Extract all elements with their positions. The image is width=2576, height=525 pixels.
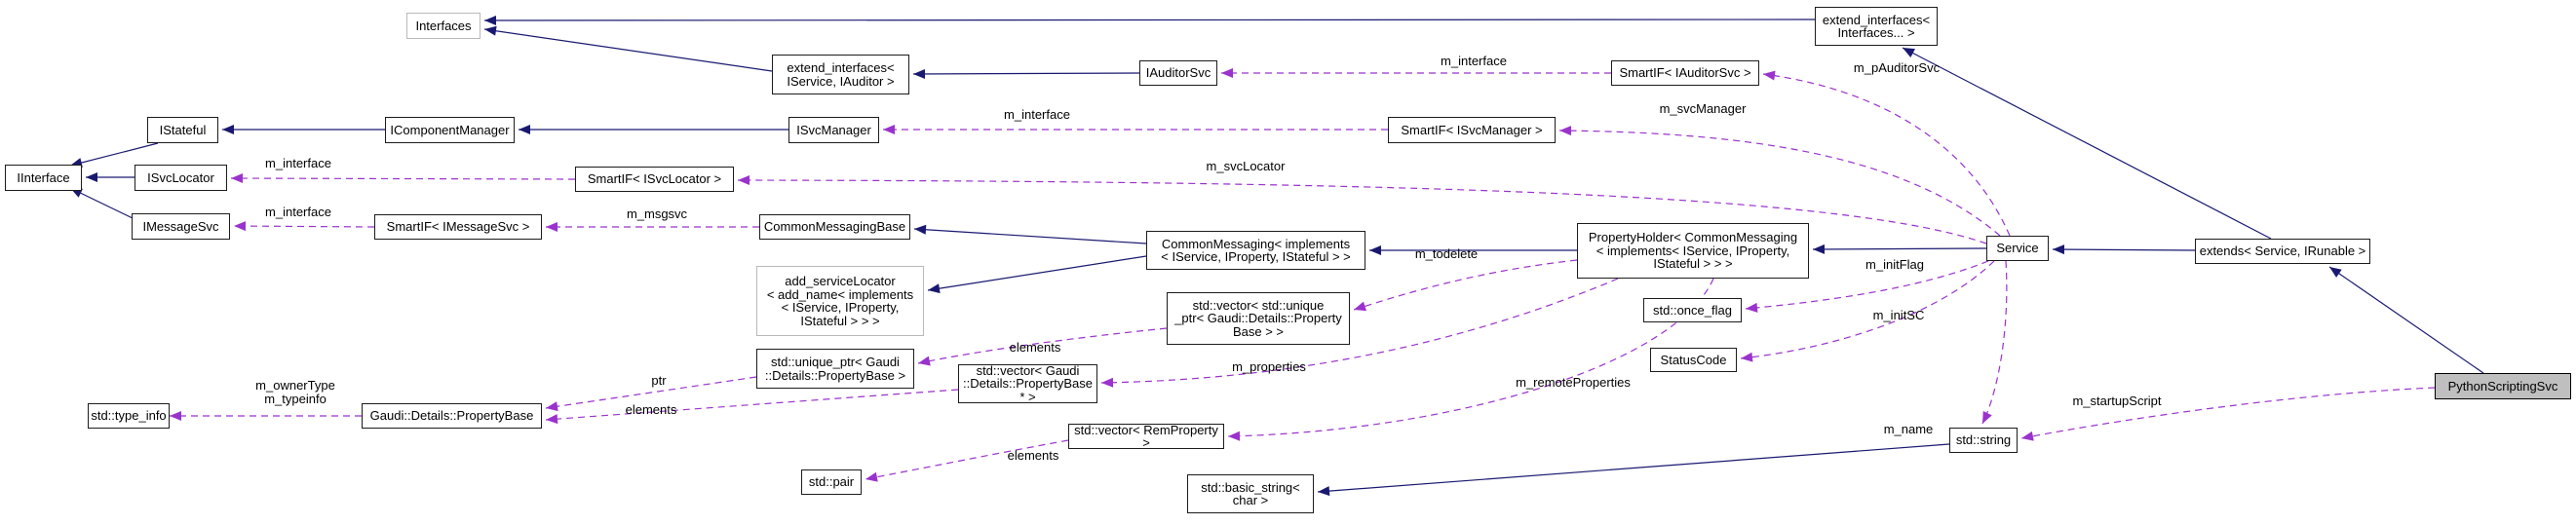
node-service[interactable]: Service [1986, 236, 2049, 261]
edge-inherit-imessagesvc-to-iinterface [69, 187, 134, 219]
node-interfaces[interactable]: Interfaces [406, 13, 481, 39]
node-isvclocator[interactable]: ISvcLocator [135, 165, 227, 191]
node-iauditorsvc[interactable]: IAuditorSvc [1139, 60, 1217, 86]
node-extend-interfaces-iservice-iauditor[interactable]: extend_interfaces< IService, IAuditor > [772, 55, 909, 94]
node-std-unique-ptr-propertybase[interactable]: std::unique_ptr< Gaudi ::Details::Proper… [756, 349, 914, 389]
node-std-type-info[interactable]: std::type_info [88, 403, 170, 429]
edge-label-m-pauditorsvc: m_pAuditorSvc [1853, 60, 1941, 75]
edge-inherit-stdstring-to-basicstring [1317, 443, 1950, 497]
edge-inherit-extifaceaud-to-interfaces [483, 25, 773, 72]
edge-label-m-todelete: m_todelete [1414, 246, 1479, 261]
edge-usage-m-todelete [1353, 259, 1578, 312]
edge-inherit-commonmsg-to-commonmsgbase [913, 224, 1147, 244]
edge-usage-m-properties [1100, 278, 1619, 388]
edge-usage-m-interface-messagesvc [233, 221, 375, 232]
edge-label-m-remoteproperties: m_remoteProperties [1516, 375, 1631, 390]
edge-inherit-extifaceifaces-to-interfaces [483, 15, 1816, 25]
node-std-string[interactable]: std::string [1949, 428, 2018, 453]
edge-label-m-interface-messagesvc: m_interface [265, 205, 331, 219]
edge-usage-m-startupscript [2020, 387, 2436, 441]
edge-label-m-interface-svclocator: m_interface [265, 156, 331, 170]
edge-label-m-msgsvc: m_msgsvc [626, 206, 688, 221]
edge-label-m-svclocator: m_svcLocator [1206, 159, 1286, 173]
edge-label-m-ownertype-m-typeinfo: m_ownerType m_typeinfo [255, 378, 335, 406]
node-iinterface[interactable]: IInterface [5, 165, 82, 191]
edge-usage-m-svcmanager [1558, 126, 2001, 237]
node-commonmessagingbase[interactable]: CommonMessagingBase [759, 214, 910, 240]
node-smartif-iauditorsvc[interactable]: SmartIF< IAuditorSvc > [1611, 60, 1759, 86]
node-smartif-isvclocator[interactable]: SmartIF< ISvcLocator > [575, 167, 734, 192]
edge-usage-m-initflag [1745, 260, 1989, 313]
node-icomponentmanager[interactable]: IComponentManager [385, 117, 515, 143]
edge-label-m-initsc: m_initSC [1872, 308, 1925, 322]
node-std-vector-unique-ptr-propertybase[interactable]: std::vector< std::unique _ptr< Gaudi::De… [1167, 292, 1350, 345]
node-istateful[interactable]: IStateful [147, 117, 218, 143]
edge-usage-m-remoteproperties [1227, 278, 1714, 441]
edge-usage-elements-vecunique-unique [917, 327, 1168, 366]
edge-label-elements-vecrem: elements [1007, 448, 1059, 463]
edge-usage-m-svclocator [737, 175, 1987, 244]
node-pythonscriptingsvc[interactable]: PythonScriptingSvc [2435, 373, 2571, 399]
edge-label-m-svcmanager: m_svcManager [1659, 101, 1747, 116]
edge-label-elements-vecptr: elements [625, 402, 677, 417]
edge-label-m-interface-auditorsvc: m_interface [1441, 54, 1507, 68]
edge-label-m-name: m_name [1883, 422, 1934, 436]
edge-inherit-commonmsg-to-addsvclocator [927, 255, 1147, 294]
edge-usage-elements-vecrem-pair [865, 439, 1069, 482]
node-propertyholder[interactable]: PropertyHolder< CommonMessaging < implem… [1577, 223, 1809, 279]
edge-inherit-pythonsvc-to-extends [2328, 266, 2484, 374]
edge-usage-m-pauditorsvc [1762, 70, 2011, 237]
node-imessagesvc[interactable]: IMessageSvc [132, 213, 230, 240]
edge-label-m-startupscript: m_startupScript [2072, 394, 2162, 408]
edge-inherit-iauditorsvc-to-extifaceaud [912, 68, 1140, 79]
node-smartif-isvcmanager[interactable]: SmartIF< ISvcManager > [1388, 117, 1556, 143]
edge-inherit-service-to-propertyholder [1812, 244, 1987, 254]
node-extends-service-irunable[interactable]: extends< Service, IRunable > [2195, 239, 2370, 264]
edge-usage-m-interface-svclocator [230, 173, 576, 184]
edge-inherit-istateful-to-iinterface [69, 142, 159, 168]
edge-usage-m-initsc [1740, 260, 1995, 362]
edge-label-m-interface-svcmanager: m_interface [1004, 107, 1070, 122]
edge-usage-elements-vecptr-propbase [545, 389, 959, 425]
node-std-vector-propertybase-ptr[interactable]: std::vector< Gaudi ::Details::PropertyBa… [958, 364, 1097, 403]
edge-label-elements-vecunique: elements [1009, 340, 1061, 355]
edge-inherit-extends-to-service [2052, 244, 2196, 255]
edge-label-m-initflag: m_initFlag [1865, 257, 1924, 272]
edge-inherit-extends-to-extifaceifaces [1902, 47, 2272, 240]
node-statuscode[interactable]: StatusCode [1650, 348, 1737, 372]
node-std-vector-remproperty[interactable]: std::vector< RemProperty > [1068, 423, 1224, 449]
edge-usage-m-name [1981, 260, 2008, 425]
node-isvcmanager[interactable]: ISvcManager [788, 117, 879, 143]
node-extend-interfaces-interfaces[interactable]: extend_interfaces< Interfaces... > [1815, 7, 1938, 46]
node-add-servicelocator[interactable]: add_serviceLocator < add_name< implement… [756, 266, 924, 336]
node-std-once-flag[interactable]: std::once_flag [1643, 298, 1742, 322]
node-commonmessaging-implements[interactable]: CommonMessaging< implements < IService, … [1146, 231, 1365, 270]
edge-label-ptr: ptr [651, 373, 667, 388]
node-gaudi-details-propertybase[interactable]: Gaudi::Details::PropertyBase [362, 403, 542, 429]
node-std-basic-string-char[interactable]: std::basic_string< char > [1187, 474, 1314, 513]
edge-usage-ptr [545, 376, 757, 412]
node-smartif-imessagesvc[interactable]: SmartIF< IMessageSvc > [374, 214, 542, 240]
node-std-pair[interactable]: std::pair [801, 469, 862, 495]
edge-label-m-properties: m_properties [1232, 359, 1306, 374]
